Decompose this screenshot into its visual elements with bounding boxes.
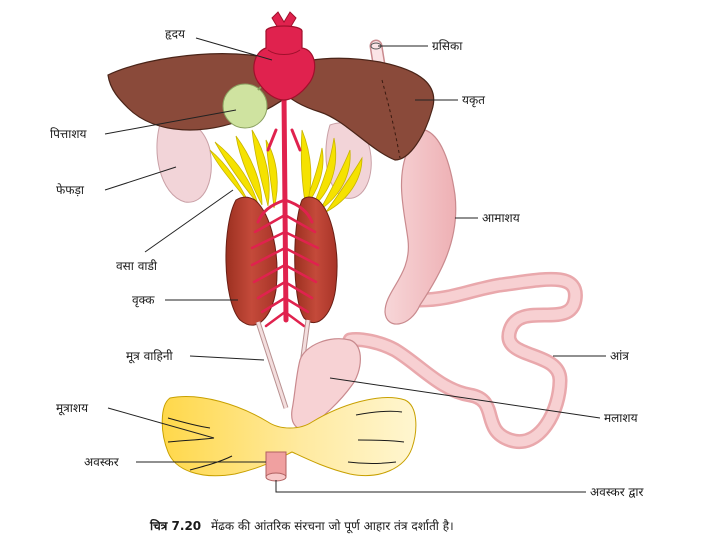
label-fat-bodies: वसा वाडी (116, 259, 158, 273)
rectum (291, 338, 361, 430)
figure-caption: चित्र 7.20 मेंढक की आंतरिक संरचना जो पूर… (149, 519, 454, 534)
blood-vessels (250, 92, 320, 328)
label-liver: यकृत (462, 93, 486, 108)
label-heart: हृदय (165, 27, 186, 41)
caption-prefix: चित्र 7.20 (149, 519, 201, 533)
label-lungs: फेफड़ा (56, 183, 85, 197)
label-stomach: आमाशय (482, 211, 521, 225)
label-rectum: मलाशय (604, 411, 639, 425)
label-kidney: वृक्क (132, 293, 155, 308)
caption-text: मेंढक की आंतरिक संरचना जो पूर्ण आहार तंत… (211, 519, 454, 534)
label-cloacal-aperture: अवस्कर द्वार (590, 485, 644, 499)
label-oesophagus: ग्रसिका (432, 39, 463, 53)
cloaca (265, 451, 287, 482)
leader-lines (104, 37, 606, 493)
heart (253, 11, 316, 101)
label-gall-bladder: पित्ताशय (50, 127, 87, 141)
label-intestine: आंत्र (610, 349, 629, 363)
stomach (384, 129, 457, 325)
label-urinary-bladder: मूत्राशय (56, 401, 89, 416)
urinary-bladder (161, 396, 417, 477)
label-ureter: मूत्र वाहिनी (126, 349, 174, 364)
label-cloaca: अवस्कर (84, 455, 120, 469)
intestine (342, 271, 583, 450)
